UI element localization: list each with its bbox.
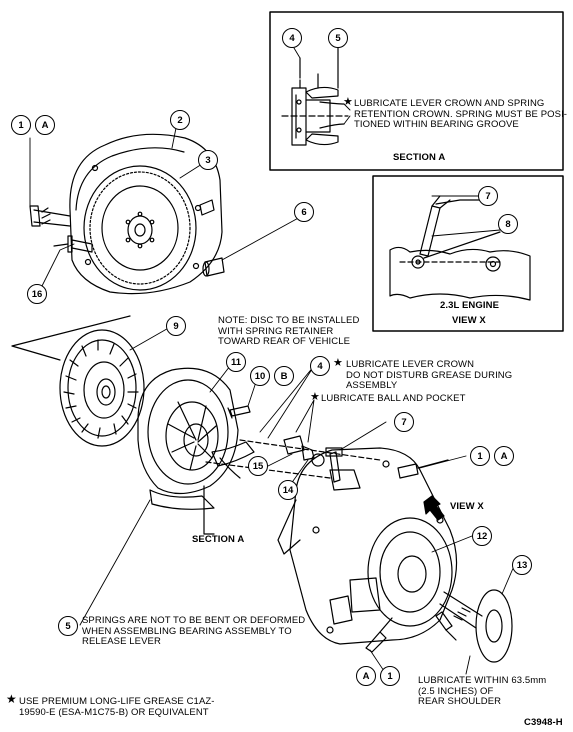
callout-15: 15: [248, 456, 268, 476]
view-x-arrow-label: VIEW X: [450, 501, 484, 512]
ball-pocket-star: ★: [310, 391, 320, 403]
callout-4-section-a: 4: [282, 28, 302, 48]
callout-8-view-x: 8: [498, 214, 518, 234]
pressure-plate: [137, 367, 255, 535]
callout-1-right: 1: [470, 446, 490, 466]
springs-note: SPRINGS ARE NOT TO BE BENT OR DEFORMED W…: [82, 615, 306, 647]
section-a-star: ★: [343, 96, 353, 108]
flywheel-assembly: [29, 133, 225, 295]
bell-housing: [205, 439, 458, 645]
callout-1-bottom: 1: [380, 666, 400, 686]
callout-4-main: 4: [310, 356, 330, 376]
callout-A-right: A: [494, 446, 514, 466]
clutch-disc: [11, 315, 145, 447]
callout-5-main: 5: [58, 616, 78, 636]
callout-12: 12: [472, 526, 492, 546]
view-x-detail: [389, 195, 531, 301]
section-a-box: [269, 11, 564, 171]
callout-3: 3: [198, 150, 218, 170]
lubricate-shaft-note: LUBRICATE WITHIN 63.5mm (2.5 INCHES) OF …: [418, 675, 547, 707]
view-x-box: [372, 175, 564, 332]
section-a-lever-detail: [281, 47, 349, 146]
callout-7-main: 7: [394, 412, 414, 432]
section-a-pointer-label: SECTION A: [192, 534, 245, 545]
callout-11: 11: [226, 352, 246, 372]
callout-6: 6: [294, 202, 314, 222]
callout-A-bottom: A: [356, 666, 376, 686]
callout-B: B: [274, 366, 294, 386]
figure-code: C3948-H: [524, 717, 563, 728]
callout-10: 10: [250, 366, 270, 386]
callout-7-view-x: 7: [478, 186, 498, 206]
callout-2: 2: [170, 110, 190, 130]
input-shaft-hub: [439, 589, 513, 663]
ball-pocket-note: LUBRICATE BALL AND POCKET: [321, 393, 466, 404]
callout-13: 13: [512, 555, 532, 575]
callout-9: 9: [166, 316, 186, 336]
view-x-arrow-shape: [423, 495, 445, 521]
release-lever: [325, 447, 343, 483]
callout-14: 14: [278, 480, 298, 500]
section-a-note: LUBRICATE LEVER CROWN AND SPRING RETENTI…: [354, 98, 568, 130]
disc-note: NOTE: DISC TO BE INSTALLED WITH SPRING R…: [218, 315, 360, 347]
view-x-title-line2: VIEW X: [452, 315, 486, 326]
lever-crown-star: ★: [333, 357, 343, 369]
section-a-title: SECTION A: [393, 152, 446, 163]
pivot-ball-stud: [283, 435, 325, 467]
callout-1-top: 1: [11, 115, 31, 135]
lever-crown-note: LUBRICATE LEVER CROWN DO NOT DISTURB GRE…: [346, 359, 513, 391]
callout-16: 16: [27, 284, 47, 304]
leader-lines: [29, 47, 515, 678]
callout-A-top: A: [35, 115, 55, 135]
grease-star: ★: [6, 692, 17, 706]
callout-5-section-a: 5: [328, 28, 348, 48]
grease-note: USE PREMIUM LONG-LIFE GREASE C1AZ- 19590…: [19, 696, 215, 718]
view-x-title-line1: 2.3L ENGINE: [440, 300, 499, 311]
